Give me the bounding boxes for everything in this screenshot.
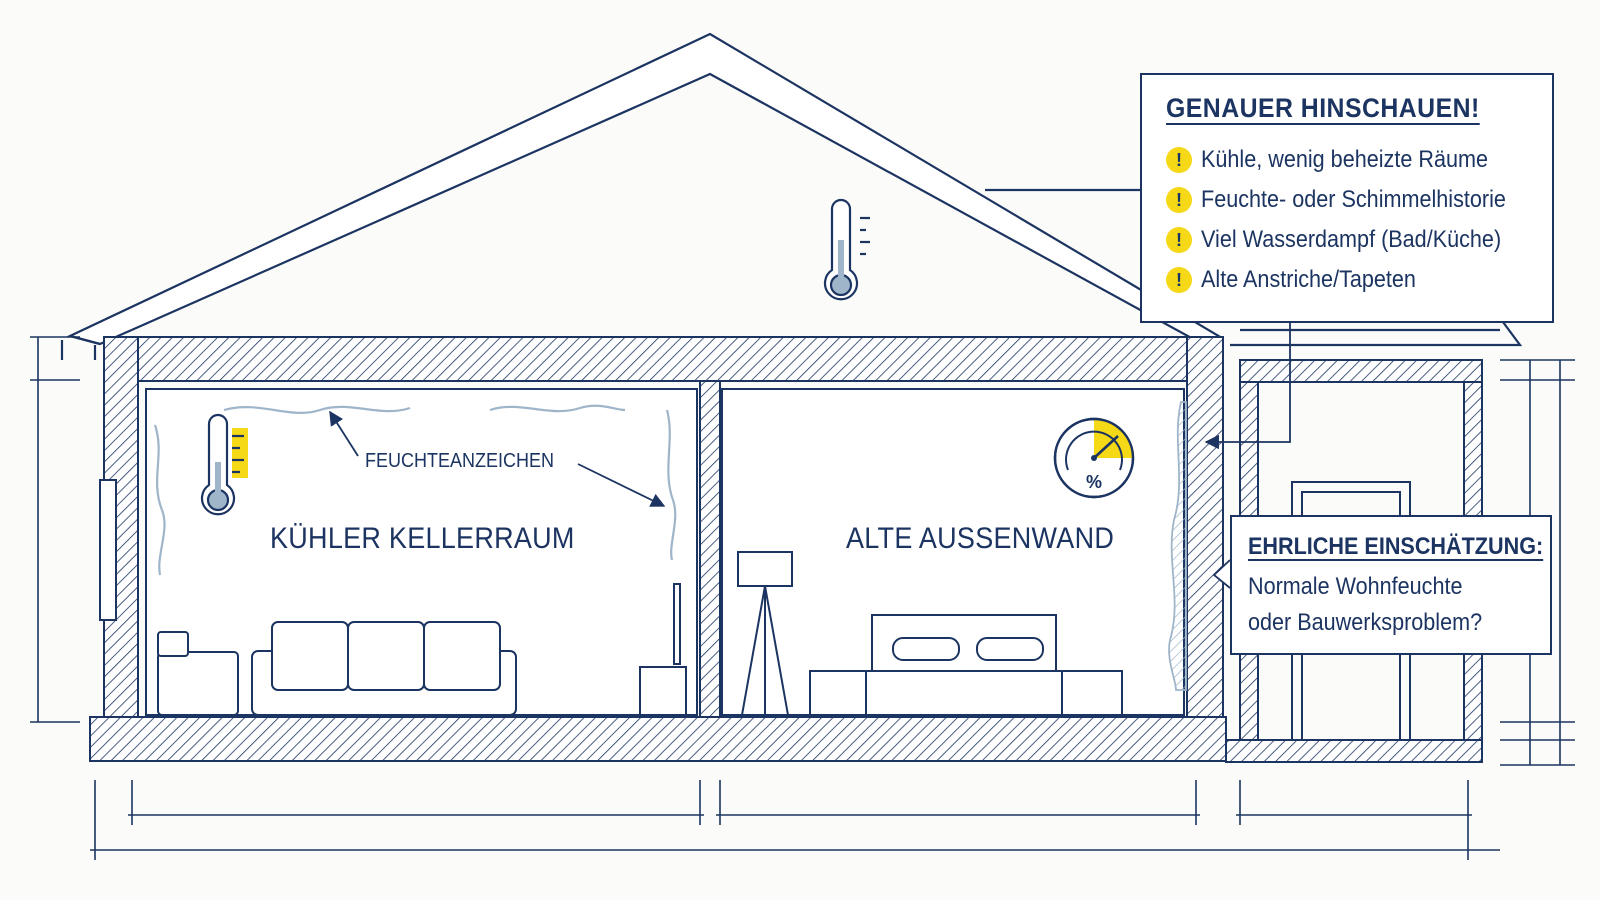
assessment-line-2: oder Bauwerksproblem?: [1248, 609, 1483, 636]
checklist-item: ! Kühle, wenig beheizte Räume: [1166, 140, 1528, 180]
sofa: [251, 621, 517, 716]
checklist-item: ! Viel Wasserdampf (Bad/Küche): [1166, 220, 1528, 260]
cold-thermometer-icon: [200, 413, 248, 516]
dimension-lines: [30, 336, 1575, 860]
assessment-title: EHRLICHE EINSCHÄTZUNG:: [1248, 533, 1544, 560]
checklist-item-label: Kühle, wenig beheizte Räume: [1201, 146, 1488, 173]
checklist-item-label: Viel Wasserdampf (Bad/Küche): [1201, 226, 1502, 253]
exclamation-icon: !: [1166, 267, 1192, 293]
checklist-item-label: Feuchte- oder Schimmelhistorie: [1201, 186, 1506, 213]
room-label-outer-wall: ALTE AUSSENWAND: [846, 522, 1115, 555]
tv-unit: [639, 583, 687, 716]
annotation-arrows: [329, 322, 1291, 589]
checklist-item: ! Feuchte- oder Schimmelhistorie: [1166, 180, 1528, 220]
thermometer-icon: [823, 198, 870, 301]
hygrometer-symbol: %: [1086, 472, 1102, 492]
exclamation-icon: !: [1166, 227, 1192, 253]
exclamation-icon: !: [1166, 187, 1192, 213]
wet-wall-area: [1168, 401, 1187, 691]
assessment-callout: EHRLICHE EINSCHÄTZUNG: Normale Wohnfeuch…: [1230, 515, 1552, 655]
bed: [809, 614, 1123, 716]
exclamation-icon: !: [1166, 147, 1192, 173]
floor-lamp: [737, 551, 793, 716]
moisture-traces: [153, 404, 677, 576]
checklist-callout: GENAUER HINSCHAUEN! ! Kühle, wenig beheiz…: [1140, 73, 1554, 323]
checklist-title: GENAUER HINSCHAUEN!: [1166, 93, 1480, 123]
moisture-signs-label: FEUCHTEANZEICHEN: [365, 450, 555, 472]
hygrometer-icon: %: [1053, 417, 1135, 499]
assessment-line-1: Normale Wohnfeuchte: [1248, 573, 1463, 600]
room-label-basement: KÜHLER KELLERRAUM: [270, 522, 575, 555]
checklist-item: ! Alte Anstriche/Tapeten: [1166, 260, 1528, 300]
checklist: ! Kühle, wenig beheizte Räume ! Feuchte- o…: [1166, 140, 1528, 300]
checklist-item-label: Alte Anstriche/Tapeten: [1201, 266, 1416, 293]
armchair: [157, 631, 239, 716]
